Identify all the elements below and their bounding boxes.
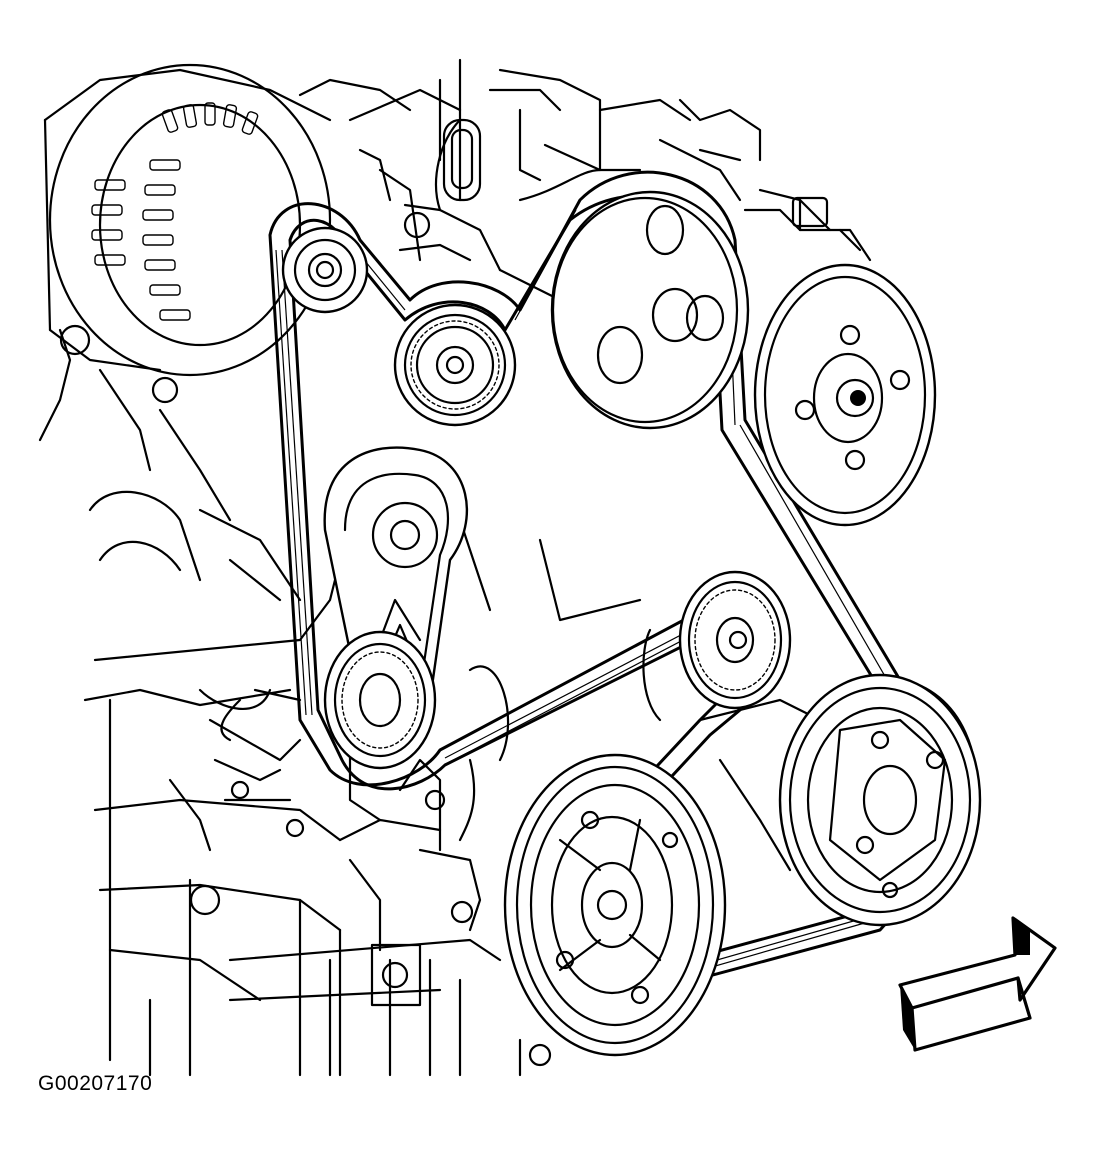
generator-pulley <box>281 226 369 314</box>
upper-bracket-outline <box>298 58 872 302</box>
water-pump-pulley <box>753 263 937 527</box>
front-of-vehicle-arrow-icon <box>898 916 1057 1052</box>
ac-compressor-pulley <box>698 673 982 927</box>
power-steering-pump-pulley <box>550 190 750 430</box>
figure-id-label: G00207170 <box>38 1072 153 1095</box>
engine-block-outline <box>83 518 662 1077</box>
generator-cooling-fins <box>91 102 259 321</box>
idler-pulley-upper <box>393 303 517 427</box>
idler-pulley-lower-right <box>678 570 792 710</box>
crankshaft-balancer <box>503 753 727 1057</box>
idler-pulley-lower-left <box>323 630 437 770</box>
